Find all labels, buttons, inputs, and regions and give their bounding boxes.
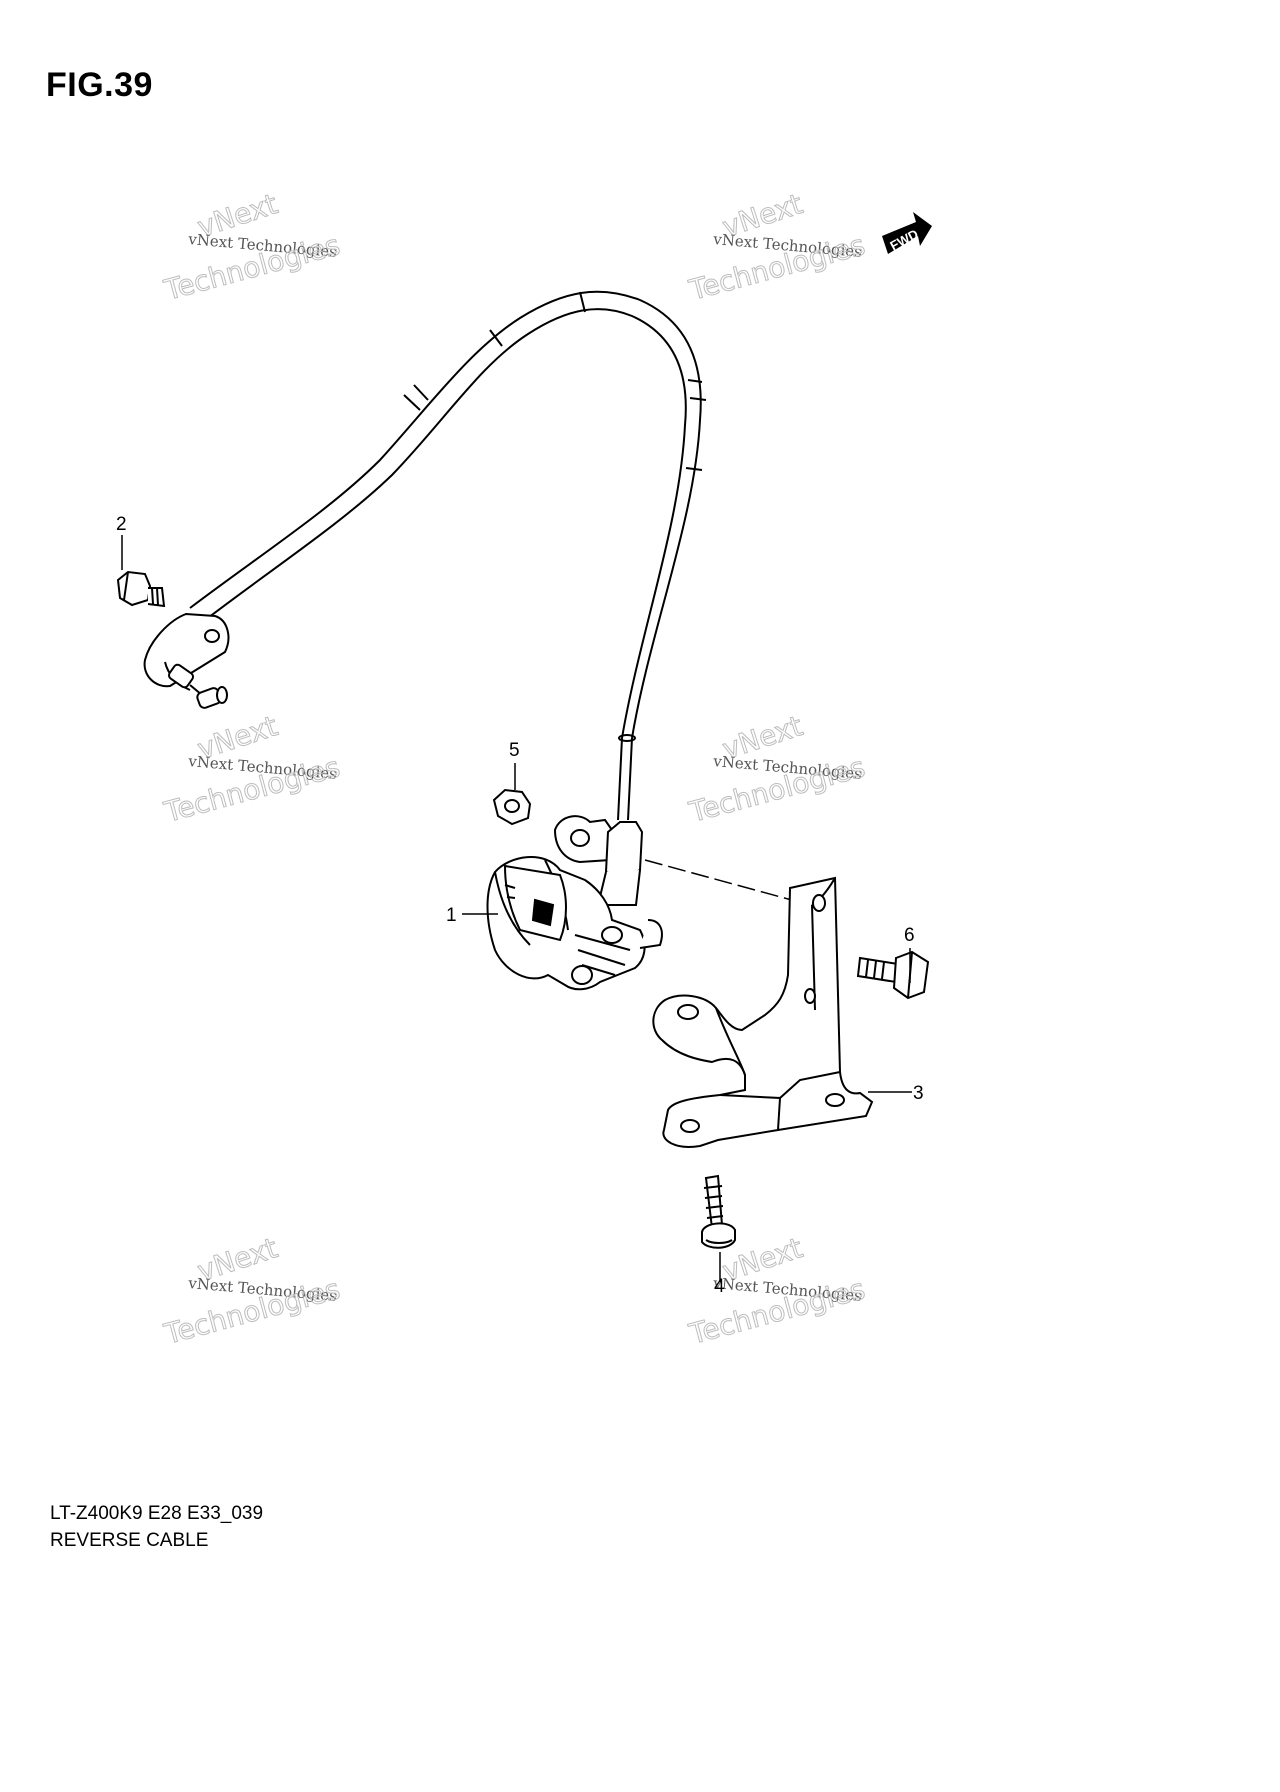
section-name: REVERSE CABLE bbox=[50, 1530, 209, 1551]
part-label-5: 5 bbox=[509, 740, 520, 761]
part-label-3: 3 bbox=[913, 1083, 924, 1104]
screw-part-4 bbox=[701, 1174, 736, 1249]
part-label-2: 2 bbox=[116, 514, 127, 535]
part-label-6: 6 bbox=[904, 925, 915, 946]
nut-part-5 bbox=[492, 788, 532, 826]
leader-lines bbox=[121, 535, 912, 1282]
watermark-top-right: vNext vNext Technologies Technologies bbox=[685, 187, 869, 308]
svg-text:FWD: FWD bbox=[888, 226, 921, 253]
watermark-mid-right: vNext vNext Technologies Technologies bbox=[685, 709, 869, 830]
reverse-cable bbox=[189, 290, 707, 821]
figure-title: FIG.39 bbox=[46, 66, 153, 104]
part-label-4: 4 bbox=[714, 1276, 725, 1297]
watermark-mid-left: vNext vNext Technologies Technologies bbox=[160, 709, 344, 830]
watermark-bottom-left: vNext vNext Technologies Technologies bbox=[160, 1231, 344, 1352]
watermark-bottom-right: vNext vNext Technologies Technologies bbox=[685, 1231, 869, 1352]
reverse-lever-housing-part-1 bbox=[486, 815, 663, 991]
part-labels: 2 5 1 6 3 4 bbox=[116, 514, 924, 1297]
fwd-arrow-icon: FWD bbox=[882, 212, 932, 254]
model-code: LT-Z400K9 E28 E33_039 bbox=[50, 1503, 264, 1524]
bolt-part-2 bbox=[116, 570, 166, 608]
watermark-top-left: vNext vNext Technologies Technologies bbox=[160, 187, 344, 308]
cable-end-fitting bbox=[143, 612, 230, 709]
bolt-part-6 bbox=[856, 950, 930, 1000]
bracket-part-3 bbox=[652, 876, 874, 1148]
mounting-guide-line bbox=[644, 859, 811, 906]
part-label-1: 1 bbox=[446, 905, 457, 926]
